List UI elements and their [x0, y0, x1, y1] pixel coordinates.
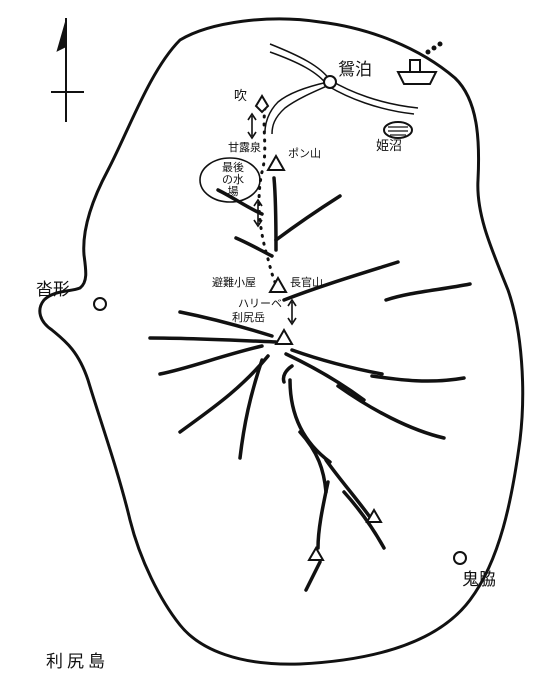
himenuma-label: 姫沼 — [376, 139, 403, 154]
nagahama-peak-icon — [268, 275, 288, 293]
summit-refuge-label: 利尻岳 — [232, 311, 265, 324]
kutsugata-town-marker — [93, 297, 107, 311]
water-note-outline — [199, 157, 261, 203]
peak-side-label: 避難小屋 — [212, 276, 256, 289]
ship-icon — [396, 41, 443, 85]
south-peak-1-icon — [365, 508, 383, 523]
oniwaki-label: 鬼脇 — [462, 570, 496, 590]
last-water-label: 最後の水場 — [222, 161, 244, 198]
north-arrow-icon — [51, 18, 84, 122]
nagahama-label: 長官山 — [290, 276, 323, 289]
coastal-road — [264, 43, 419, 135]
kanrosen-label: 甘露泉 — [228, 141, 261, 154]
oshidomari-label: 鴛泊 — [338, 60, 372, 80]
summit-peak-icon — [274, 327, 294, 345]
pon-yama-peak-icon — [266, 153, 286, 171]
pon-yama-label: ポン山 — [288, 147, 321, 160]
island-name-label: 利尻島 — [46, 652, 109, 672]
trail-dotted-path — [257, 106, 280, 290]
kutsugata-label: 沓形 — [36, 280, 70, 300]
ridge-lines — [148, 176, 472, 592]
oniwaki-town-marker — [453, 551, 467, 565]
jikkan-label: ハリーベ — [238, 297, 282, 310]
island-coastline — [38, 17, 525, 666]
peak-markers — [254, 94, 383, 561]
double-arrows — [247, 112, 297, 326]
south-peak-2-icon — [307, 546, 325, 561]
trailhead-marker-icon — [254, 94, 270, 114]
trail-marker-label: 吹 — [234, 89, 248, 104]
oshidomari-town-marker — [323, 75, 337, 89]
himenuma-pond-icon — [383, 121, 413, 139]
